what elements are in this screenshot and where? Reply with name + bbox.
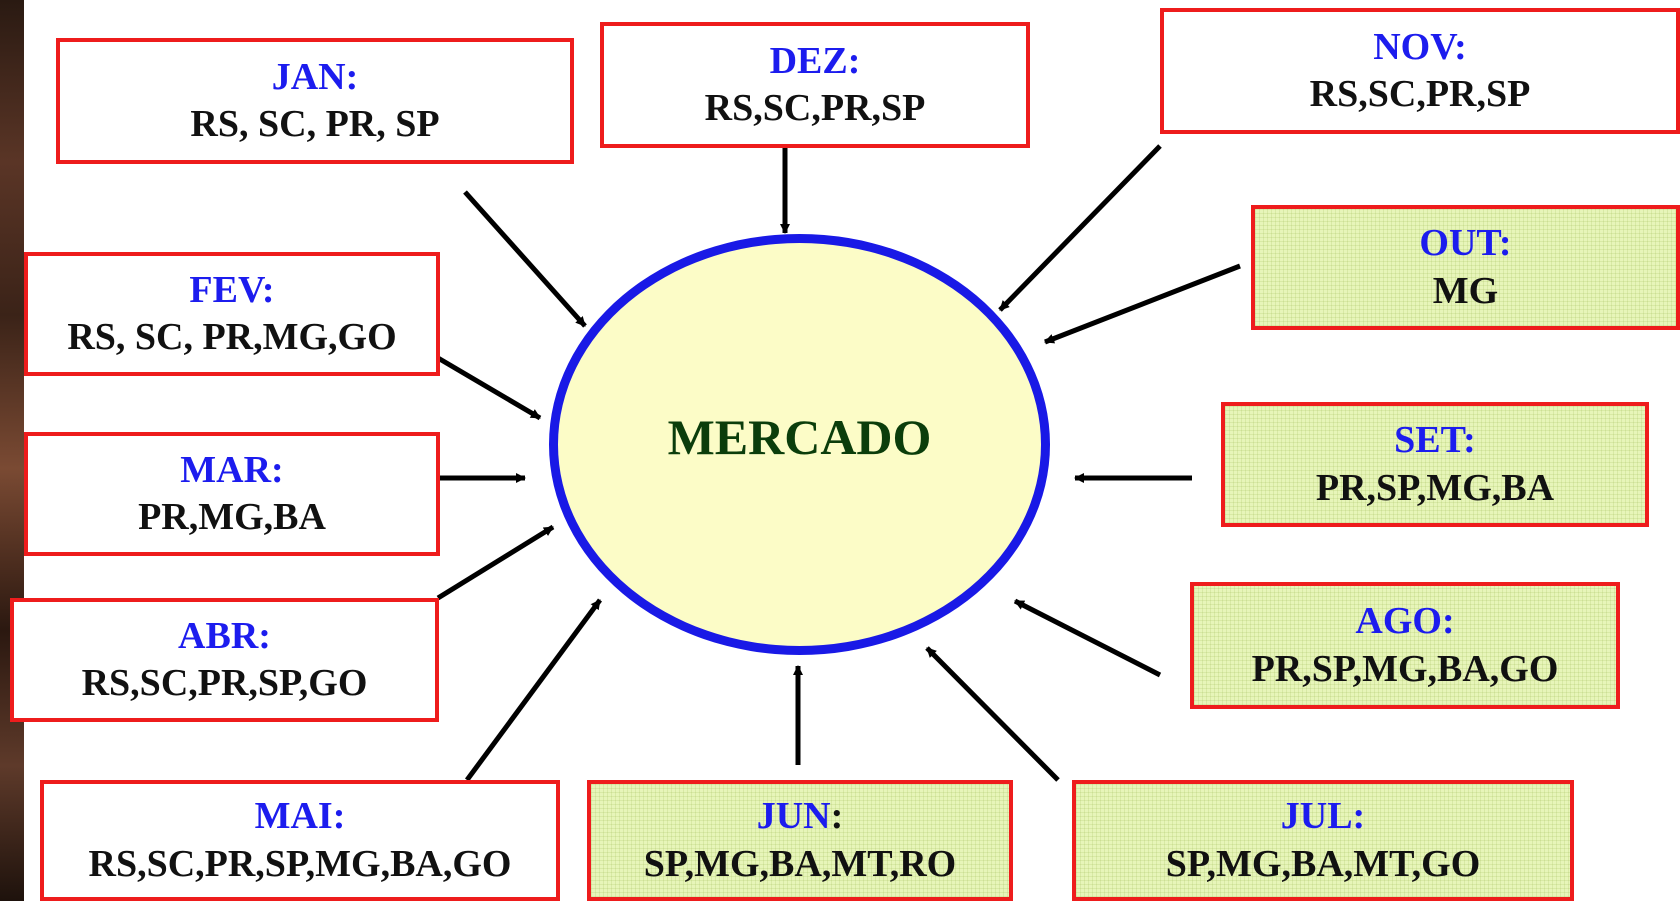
arrow-abr [436, 524, 555, 601]
states-list: RS,SC,PR,SP,GO [81, 662, 368, 704]
month-box-jun: JUN: SP,MG,BA,MT,RO [587, 780, 1013, 901]
states-list: SP,MG,BA,MT,GO [1165, 842, 1481, 885]
arrow-out [1044, 263, 1241, 345]
month-box-dez: DEZ: RS,SC,PR,SP [600, 22, 1030, 148]
month-box-jan: JAN: RS, SC, PR, SP [56, 38, 574, 164]
states-list: PR,SP,MG,BA [1315, 466, 1555, 509]
month-box-out: OUT: MG [1251, 205, 1680, 330]
states-list: RS, SC, PR, SP [190, 103, 440, 145]
arrow-jul [925, 646, 1060, 782]
states-list: RS,SC,PR,SP,MG,BA,GO [88, 842, 512, 885]
month-label: AGO: [1355, 600, 1455, 642]
month-box-abr: ABR: RS,SC,PR,SP,GO [10, 598, 439, 722]
month-box-set: SET: PR,SP,MG,BA [1221, 402, 1649, 527]
month-label: DEZ: [769, 39, 861, 82]
month-label: MAI: [254, 795, 346, 837]
month-label: ABR: [178, 614, 271, 657]
month-box-ago: AGO: PR,SP,MG,BA,GO [1190, 582, 1620, 709]
month-label: OUT: [1419, 222, 1512, 264]
states-list: SP,MG,BA,MT,RO [643, 842, 957, 885]
month-box-jul: JUL: SP,MG,BA,MT,GO [1072, 780, 1574, 901]
month-label: NOV: [1373, 25, 1467, 68]
market-label: MERCADO [667, 408, 932, 465]
market-ellipse: MERCADO [549, 234, 1050, 655]
month-label-colon: : [830, 795, 844, 837]
month-box-mai: MAI: RS,SC,PR,SP,MG,BA,GO [40, 780, 560, 901]
states-list: RS, SC, PR,MG,GO [67, 316, 397, 358]
arrow-ago [1013, 598, 1162, 678]
arrow-mai [464, 598, 603, 782]
month-box-fev: FEV: RS, SC, PR,MG,GO [24, 252, 440, 376]
background-photo-strip [0, 0, 24, 901]
month-label: MAR: [180, 448, 284, 491]
month-label: FEV: [189, 268, 275, 311]
month-box-nov: NOV: RS,SC,PR,SP [1160, 8, 1680, 134]
states-list: RS,SC,PR,SP [704, 87, 926, 129]
month-label-text: JUN [756, 795, 831, 837]
month-box-mar: MAR: PR,MG,BA [24, 432, 440, 556]
month-label: SET: [1394, 419, 1476, 461]
states-list: PR,SP,MG,BA,GO [1251, 647, 1559, 690]
arrow-jan [463, 190, 587, 328]
arrow-fev [436, 355, 542, 421]
month-label: JAN: [271, 55, 359, 98]
states-list: RS,SC,PR,SP [1309, 73, 1531, 115]
month-label: JUN: [757, 793, 844, 841]
states-list: PR,MG,BA [138, 496, 326, 538]
states-list: MG [1432, 269, 1499, 312]
arrow-nov [998, 144, 1162, 312]
month-label: JUL: [1280, 795, 1366, 837]
